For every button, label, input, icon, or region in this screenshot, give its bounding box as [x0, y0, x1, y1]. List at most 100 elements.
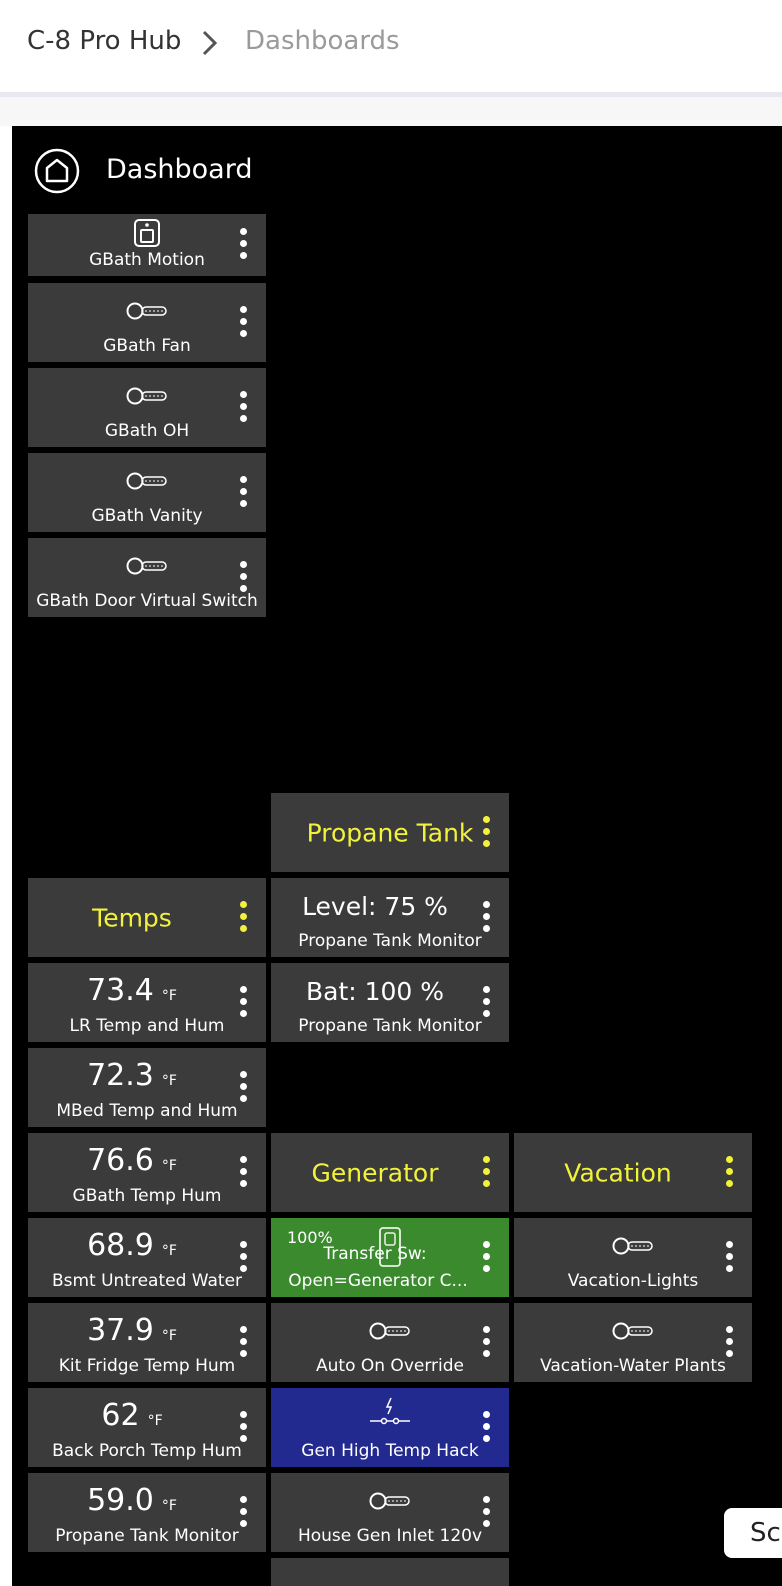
- kebab-menu-icon[interactable]: [240, 228, 248, 262]
- tile-partial[interactable]: [271, 1558, 509, 1586]
- tile-percent: 100%: [287, 1228, 333, 1247]
- switch-icon: [126, 302, 167, 320]
- tile-house-gen-inlet[interactable]: House Gen Inlet 120v: [271, 1473, 509, 1552]
- tile-transfer-switch[interactable]: 100% Transfer Sw: Open=Generator C...: [271, 1218, 509, 1297]
- switch-icon: [612, 1322, 653, 1340]
- tile-propane-temp[interactable]: 59.0 °F Propane Tank Monitor: [28, 1473, 266, 1552]
- tile-title: Propane Tank: [306, 818, 474, 847]
- kebab-menu-icon[interactable]: [240, 1495, 248, 1530]
- tile-value: 73.4: [87, 973, 154, 1008]
- kebab-menu-icon[interactable]: [483, 1495, 491, 1530]
- kebab-menu-icon[interactable]: [483, 1240, 491, 1275]
- tile-label: House Gen Inlet 120v: [297, 1526, 483, 1546]
- kebab-menu-icon[interactable]: [726, 1155, 734, 1190]
- switch-icon: [126, 472, 167, 490]
- tile-label: Propane Tank Monitor: [298, 931, 482, 951]
- lightning-switch-icon: [370, 1397, 410, 1425]
- tile-generator-title[interactable]: Generator: [271, 1133, 509, 1212]
- tile-mbed-temp[interactable]: 72.3 °F MBed Temp and Hum: [28, 1048, 266, 1127]
- tile-gbath-door[interactable]: GBath Door Virtual Switch: [28, 538, 266, 617]
- kebab-menu-icon[interactable]: [483, 1410, 491, 1445]
- tile-label: Auto On Override: [316, 1356, 464, 1376]
- top-bar: C-8 Pro Hub Dashboards: [0, 0, 782, 92]
- tile-label: Propane Tank Monitor: [55, 1526, 239, 1546]
- dashboard-title: Dashboard: [106, 154, 253, 185]
- kebab-menu-icon[interactable]: [240, 560, 248, 595]
- tile-temps-title[interactable]: Temps: [28, 878, 266, 957]
- kebab-menu-icon[interactable]: [240, 1155, 248, 1190]
- tile-unit: °F: [161, 1328, 177, 1344]
- kebab-menu-icon[interactable]: [240, 1070, 248, 1105]
- tile-label: GBath Vanity: [91, 506, 203, 526]
- tile-label: Back Porch Temp Hum: [52, 1441, 242, 1461]
- tile-label: GBath Door Virtual Switch: [36, 591, 258, 611]
- tile-gbath-temp[interactable]: 76.6 °F GBath Temp Hum: [28, 1133, 266, 1212]
- motion-sensor-icon: [134, 219, 160, 247]
- kebab-menu-icon[interactable]: [726, 1325, 734, 1360]
- tile-vacation-water-plants[interactable]: Vacation-Water Plants: [514, 1303, 752, 1382]
- tile-unit: °F: [161, 1158, 177, 1174]
- kebab-menu-icon[interactable]: [240, 900, 248, 935]
- tile-label: LR Temp and Hum: [69, 1016, 225, 1036]
- kebab-menu-icon[interactable]: [240, 305, 248, 340]
- home-icon[interactable]: [34, 148, 80, 194]
- tile-gbath-motion[interactable]: GBath Motion: [28, 214, 266, 276]
- tile-unit: °F: [147, 1413, 163, 1429]
- chevron-right-icon: [202, 30, 218, 56]
- tile-value: Transfer Sw:: [323, 1244, 427, 1264]
- kebab-menu-icon[interactable]: [483, 985, 491, 1020]
- tile-label: Vacation-Water Plants: [540, 1356, 726, 1376]
- tile-propane-battery[interactable]: Bat: 100 % Propane Tank Monitor: [271, 963, 509, 1042]
- tile-label: Gen High Temp Hack: [301, 1441, 479, 1461]
- tile-label: Open=Generator C...: [288, 1271, 468, 1291]
- switch-icon: [126, 557, 167, 575]
- tile-label: GBath Fan: [103, 336, 191, 356]
- dashboard-canvas: Dashboard GBath Motion GBath Fan GBath O…: [12, 126, 782, 1586]
- tile-auto-on-override[interactable]: Auto On Override: [271, 1303, 509, 1382]
- tile-gbath-vanity[interactable]: GBath Vanity: [28, 453, 266, 532]
- divider: [0, 92, 782, 97]
- tile-bsmt-temp[interactable]: 68.9°F Bsmt Untreated Water: [28, 1218, 266, 1297]
- tile-propane-title[interactable]: Propane Tank: [271, 793, 509, 872]
- tile-value: 62: [101, 1398, 140, 1433]
- kebab-menu-icon[interactable]: [240, 475, 248, 510]
- tile-back-porch-temp[interactable]: 62 °F Back Porch Temp Hum: [28, 1388, 266, 1467]
- tile-label: MBed Temp and Hum: [56, 1101, 238, 1121]
- tile-value: 59.0: [87, 1483, 154, 1518]
- breadcrumb-hub[interactable]: C-8 Pro Hub: [27, 26, 182, 56]
- kebab-menu-icon[interactable]: [483, 1155, 491, 1190]
- tile-vacation-title[interactable]: Vacation: [514, 1133, 752, 1212]
- tile-lr-temp[interactable]: 73.4 °F LR Temp and Hum: [28, 963, 266, 1042]
- tile-gbath-fan[interactable]: GBath Fan: [28, 283, 266, 362]
- tile-gbath-oh[interactable]: GBath OH: [28, 368, 266, 447]
- transfer-switch-icon: [379, 1227, 401, 1267]
- tile-kit-temp[interactable]: 37.9°F Kit Fridge Temp Hum: [28, 1303, 266, 1382]
- kebab-menu-icon[interactable]: [726, 1240, 734, 1275]
- breadcrumb-current[interactable]: Dashboards: [245, 26, 400, 56]
- tile-value: 76.6: [87, 1143, 154, 1178]
- tile-propane-level[interactable]: Level: 75 % Propane Tank Monitor: [271, 878, 509, 957]
- tile-vacation-lights[interactable]: Vacation-Lights: [514, 1218, 752, 1297]
- tile-label: GBath OH: [104, 421, 190, 441]
- kebab-menu-icon[interactable]: [483, 1325, 491, 1360]
- kebab-menu-icon[interactable]: [240, 1325, 248, 1360]
- kebab-menu-icon[interactable]: [240, 1240, 248, 1275]
- tile-label: Bsmt Untreated Water: [51, 1271, 243, 1291]
- switch-icon: [126, 387, 167, 405]
- tile-label: Vacation-Lights: [567, 1271, 699, 1291]
- kebab-menu-icon[interactable]: [240, 390, 248, 425]
- switch-icon: [612, 1237, 653, 1255]
- kebab-menu-icon[interactable]: [240, 1410, 248, 1445]
- scroll-button[interactable]: Sc: [724, 1508, 782, 1558]
- kebab-menu-icon[interactable]: [483, 815, 491, 850]
- tile-label: GBath Temp Hum: [72, 1186, 222, 1206]
- kebab-menu-icon[interactable]: [483, 900, 491, 935]
- tile-value: 72.3: [87, 1058, 154, 1093]
- kebab-menu-icon[interactable]: [240, 985, 248, 1020]
- switch-icon: [369, 1322, 410, 1340]
- tile-label: GBath Motion: [89, 250, 205, 270]
- tile-unit: °F: [161, 1498, 177, 1514]
- tile-gen-high-temp[interactable]: Gen High Temp Hack: [271, 1388, 509, 1467]
- tile-unit: °F: [161, 1073, 177, 1089]
- tile-unit: °F: [161, 988, 177, 1004]
